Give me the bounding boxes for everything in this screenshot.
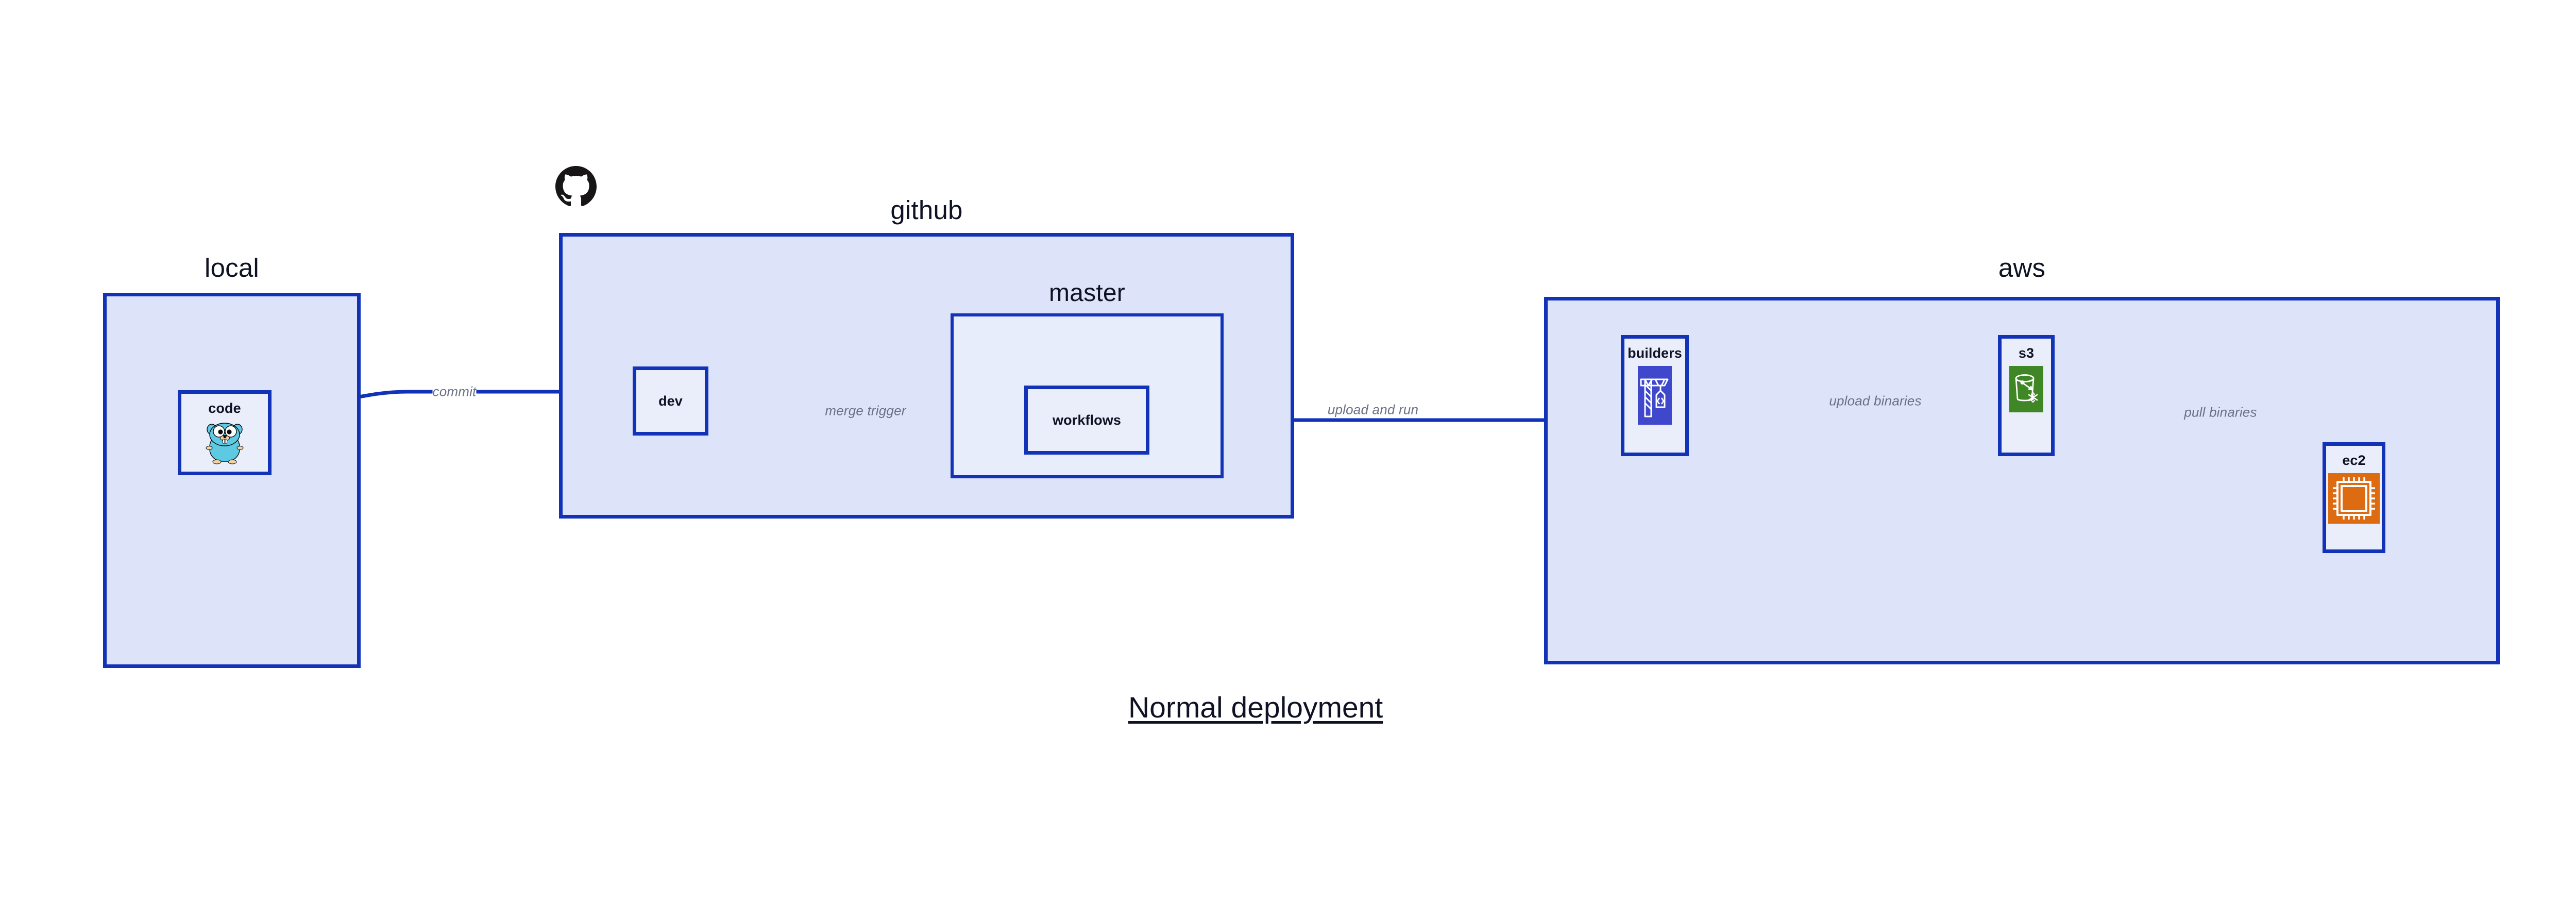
group-label-master: master: [1049, 279, 1125, 307]
edge-label-upload-binaries: upload binaries: [1829, 393, 1922, 409]
edge-label-upload-and-run: upload and run: [1327, 402, 1419, 418]
node-label-builders: builders: [1628, 345, 1682, 361]
group-local: [103, 293, 361, 668]
group-label-aws: aws: [1998, 253, 2046, 282]
group-label-github: github: [890, 195, 963, 225]
group-label-local: local: [205, 253, 259, 282]
node-label-ec2: ec2: [2342, 453, 2366, 468]
node-s3[interactable]: s3: [1998, 335, 2055, 456]
github-logo-icon: [555, 166, 597, 207]
node-builders[interactable]: builders: [1621, 335, 1689, 456]
edge-label-merge-trigger: merge trigger: [825, 403, 906, 419]
aws-s3-bucket-icon: [2009, 366, 2043, 412]
diagram-title: Normal deployment: [1128, 691, 1383, 724]
node-workflows[interactable]: workflows: [1024, 386, 1149, 455]
aws-codebuild-crane-icon: [1638, 366, 1672, 425]
node-label-workflows: workflows: [1053, 412, 1121, 428]
edge-label-commit: commit: [432, 383, 477, 400]
go-gopher-icon: [206, 421, 244, 464]
node-label-s3: s3: [2018, 345, 2035, 361]
edge-label-pull-binaries: pull binaries: [2184, 404, 2257, 421]
node-label-code: code: [208, 400, 241, 416]
node-code[interactable]: code: [178, 390, 272, 475]
node-dev[interactable]: dev: [633, 366, 708, 436]
node-ec2[interactable]: ec2: [2323, 442, 2385, 553]
node-label-dev: dev: [658, 393, 683, 409]
aws-ec2-chip-icon: [2328, 473, 2380, 524]
